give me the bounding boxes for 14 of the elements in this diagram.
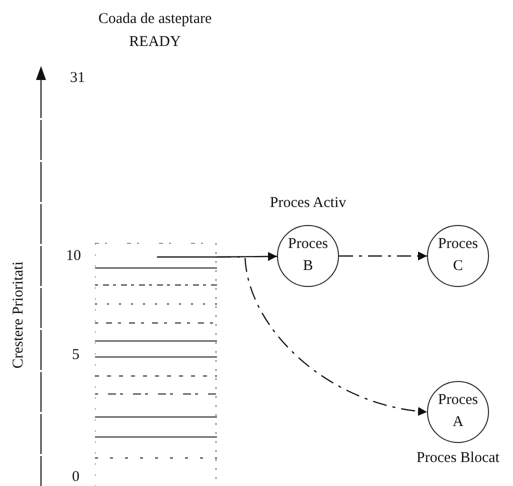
queue-title: Coada de asteptare READY <box>97 10 213 52</box>
process-name: Proces B <box>287 235 329 276</box>
priority-level: 10 <box>66 248 81 265</box>
state-caption: Proces Blocat <box>416 450 500 467</box>
arrow <box>217 256 428 416</box>
priority-level: 0 <box>72 469 80 486</box>
axis-title: Crestere Prioritati <box>10 261 28 369</box>
priority-level: 31 <box>70 70 85 87</box>
priority-level: 5 <box>72 347 80 364</box>
arrow <box>339 252 427 260</box>
state-caption: Proces Activ <box>270 195 346 212</box>
process-name: Proces A <box>437 391 479 432</box>
ready-queue-drawing <box>95 243 217 486</box>
process-name: Proces C <box>437 235 479 276</box>
